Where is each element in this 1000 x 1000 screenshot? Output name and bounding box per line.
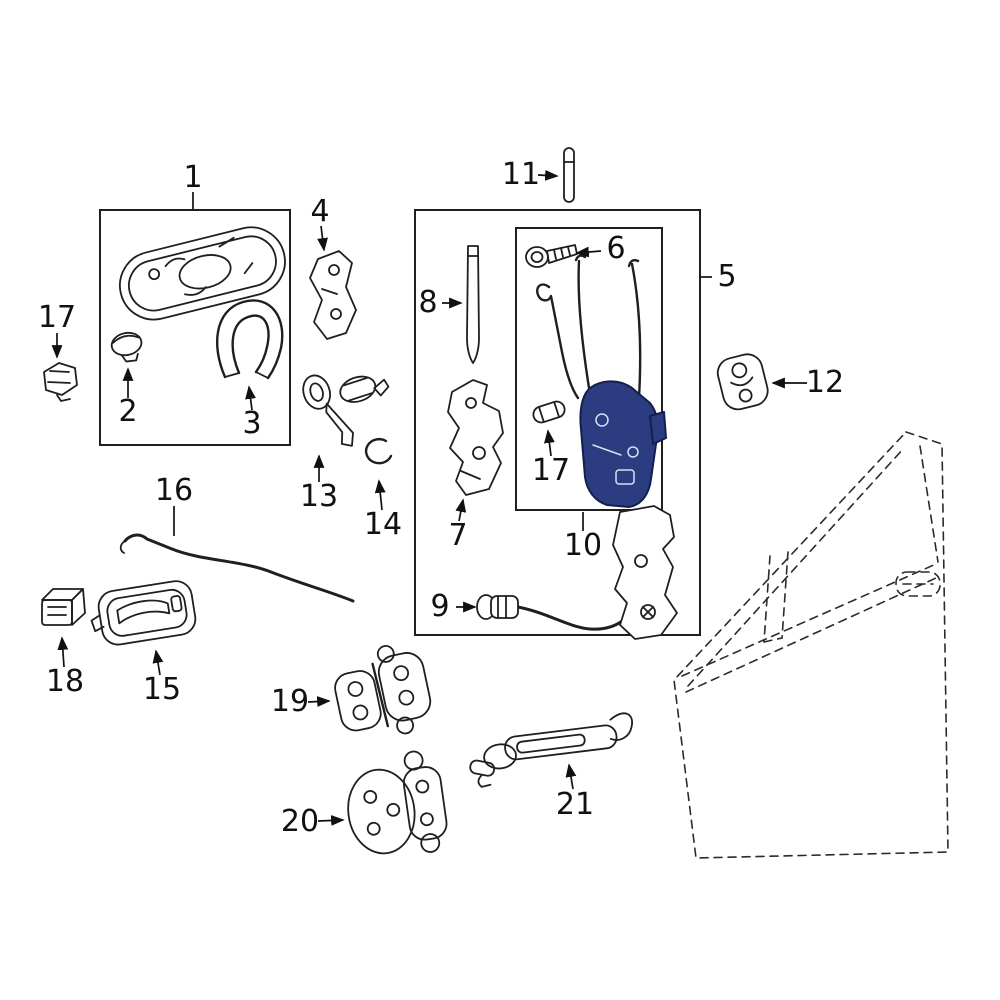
- callout-8: 8: [418, 285, 438, 320]
- part-12-striker: [716, 353, 769, 411]
- part-10-box: [515, 227, 663, 511]
- part-1-handle-gasket: [119, 226, 286, 321]
- callout-9: 9: [430, 589, 450, 624]
- part-17-left-grommet: [43, 362, 78, 402]
- part-14-clip: [364, 438, 393, 465]
- part-15-inside-handle: [90, 580, 197, 646]
- part-11-pin: [563, 147, 575, 203]
- part-10-latch-highlighted: [579, 380, 667, 508]
- callout-4: 4: [310, 194, 330, 229]
- part-2-clip: [110, 331, 143, 363]
- callout-16: 16: [154, 473, 194, 508]
- callout-2: 2: [118, 394, 138, 429]
- callout-21: 21: [555, 787, 595, 822]
- callout-3: 3: [242, 406, 262, 441]
- part-20-hinge-lower: [347, 750, 448, 855]
- part-4-bracket: [309, 250, 357, 340]
- door-outline: [673, 431, 949, 859]
- callout-13: 13: [299, 479, 339, 514]
- part-17-inner-clip: [532, 400, 566, 424]
- callout-7: 7: [448, 518, 468, 553]
- part-9-cable: [476, 552, 647, 631]
- part-10-latch-plate: [612, 505, 678, 640]
- callout-15: 15: [142, 672, 182, 707]
- callout-leaders: [51, 169, 807, 826]
- part-16-rod: [119, 533, 355, 603]
- callout-1: 1: [183, 160, 203, 195]
- callout-10: 10: [563, 528, 603, 563]
- callout-6: 6: [606, 231, 626, 266]
- part-5-box: [414, 209, 701, 636]
- part-6-bolt: [525, 244, 578, 268]
- part-21-door-check: [469, 712, 633, 788]
- part-7-bracket: [447, 379, 504, 496]
- part-13-lock-cylinder: [302, 374, 390, 447]
- callout-12: 12: [805, 365, 845, 400]
- callout-18: 18: [45, 664, 85, 699]
- part-18-clip: [41, 588, 86, 626]
- callout-14: 14: [363, 507, 403, 542]
- door-handle-detail: [895, 571, 941, 597]
- part-3-u-clip: [216, 299, 284, 380]
- callout-11: 11: [501, 157, 541, 192]
- callout-5: 5: [717, 259, 737, 294]
- callout-19: 19: [270, 684, 310, 719]
- part-19-hinge-upper: [334, 645, 432, 735]
- callout-17-inner: 17: [531, 453, 571, 488]
- part-10-lock-rods: [536, 254, 642, 400]
- callout-17-left: 17: [37, 300, 77, 335]
- part-1-box: [99, 209, 291, 446]
- callout-20: 20: [280, 804, 320, 839]
- part-8-rod: [466, 245, 480, 364]
